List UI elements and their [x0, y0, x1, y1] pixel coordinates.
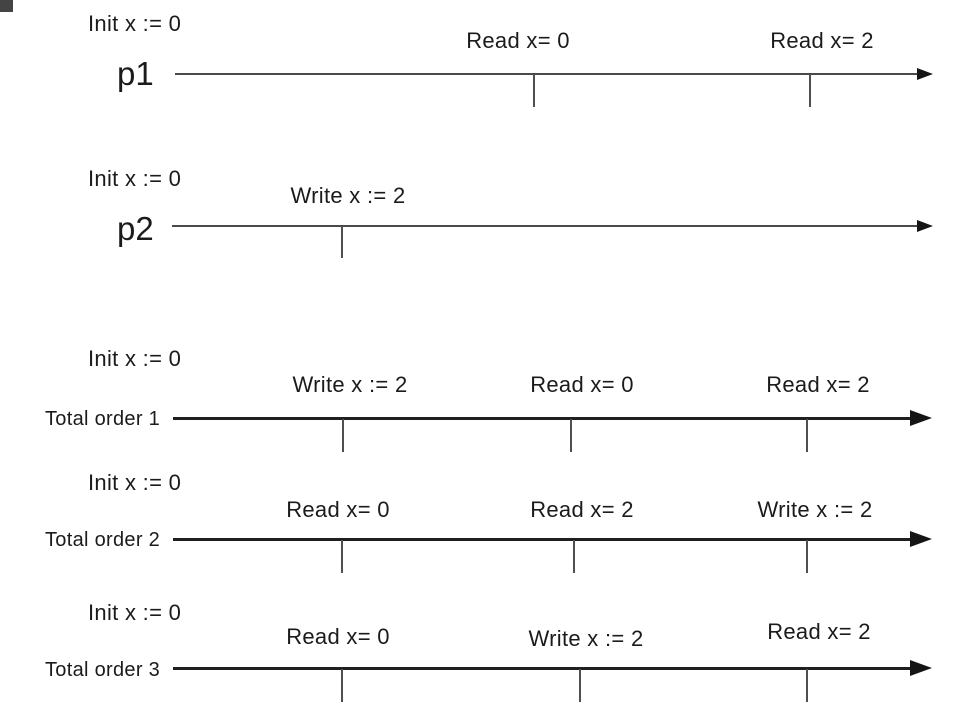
event-tick	[341, 540, 343, 573]
event-tick	[806, 669, 808, 702]
timeline-line	[173, 417, 910, 420]
arrowhead	[917, 68, 933, 80]
event-tick	[533, 74, 535, 107]
event-label: Write x := 2	[292, 372, 408, 397]
timeline-line	[173, 667, 910, 670]
event-tick	[806, 419, 808, 452]
event-label: Read x= 2	[766, 372, 870, 397]
event-label: Read x= 0	[530, 372, 634, 397]
event-label: Read x= 0	[466, 28, 570, 53]
init-annotation: Init x := 0	[88, 470, 182, 495]
event-tick	[570, 419, 572, 452]
event-label: Write x := 2	[290, 183, 406, 208]
arrowhead	[910, 410, 932, 426]
arrowhead	[910, 531, 932, 547]
order-label: Total order 3	[45, 659, 161, 681]
event-tick	[341, 669, 343, 702]
event-label: Read x= 2	[770, 28, 874, 53]
init-annotation: Init x := 0	[88, 166, 182, 191]
arrowhead	[910, 660, 932, 676]
event-label: Read x= 0	[286, 624, 390, 649]
order-label: Total order 1	[45, 408, 161, 430]
corner-artifact	[0, 0, 13, 12]
arrowhead	[917, 220, 933, 232]
init-annotation: Init x := 0	[88, 346, 182, 371]
event-tick	[342, 419, 344, 452]
event-label: Write x := 2	[528, 626, 644, 651]
timeline-line	[172, 225, 917, 227]
order-label: Total order 2	[45, 529, 161, 551]
process-label: p1	[117, 55, 154, 92]
event-label: Write x := 2	[757, 497, 873, 522]
process-label: p2	[117, 210, 154, 247]
timeline-line	[173, 538, 910, 541]
event-label: Read x= 0	[286, 497, 390, 522]
event-tick	[809, 74, 811, 107]
event-label: Read x= 2	[530, 497, 634, 522]
event-tick	[341, 226, 343, 258]
event-tick	[806, 540, 808, 573]
timeline-line	[175, 73, 917, 75]
event-tick	[573, 540, 575, 573]
event-tick	[579, 669, 581, 702]
init-annotation: Init x := 0	[88, 11, 182, 36]
event-label: Read x= 2	[767, 619, 871, 644]
init-annotation: Init x := 0	[88, 600, 182, 625]
